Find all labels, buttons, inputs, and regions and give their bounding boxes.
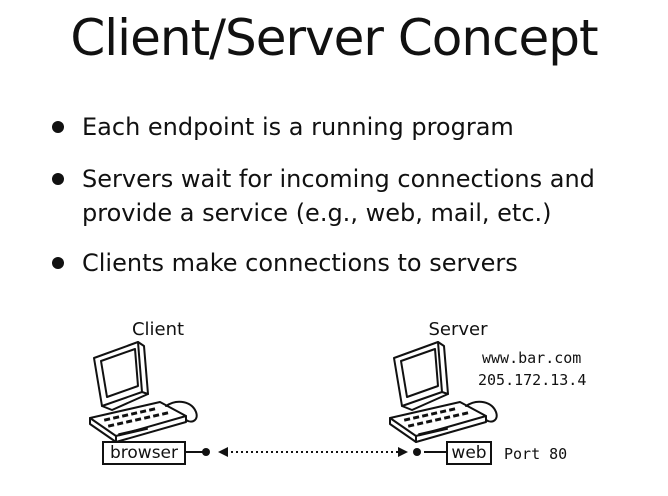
server-socket-endpoint — [413, 448, 421, 456]
web-server-program-box: web — [446, 441, 492, 465]
bullet-text: Clients make connections to servers — [82, 249, 518, 277]
slide-title: Client/Server Concept — [70, 9, 598, 67]
client-label: Client — [131, 319, 185, 340]
client-socket-endpoint — [202, 448, 210, 456]
port-label: Port 80 — [504, 445, 568, 463]
server-label: Server — [428, 319, 488, 340]
bullet-dot — [52, 121, 64, 133]
computer-icon — [89, 341, 198, 443]
bullet-dot — [52, 173, 64, 185]
connection-arrow — [184, 447, 446, 457]
left-arrowhead — [218, 447, 228, 457]
right-arrowhead — [398, 447, 408, 457]
computer-icon — [389, 341, 498, 443]
server-ip-address: 205.172.13.4 — [478, 371, 587, 389]
browser-program-box: browser — [102, 441, 186, 465]
server-hostname: www.bar.com — [482, 349, 582, 367]
bullet-text: Each endpoint is a running program — [82, 113, 514, 141]
bullet-text: Servers wait for incoming connections an… — [82, 165, 595, 227]
bullet-dot — [52, 257, 64, 269]
